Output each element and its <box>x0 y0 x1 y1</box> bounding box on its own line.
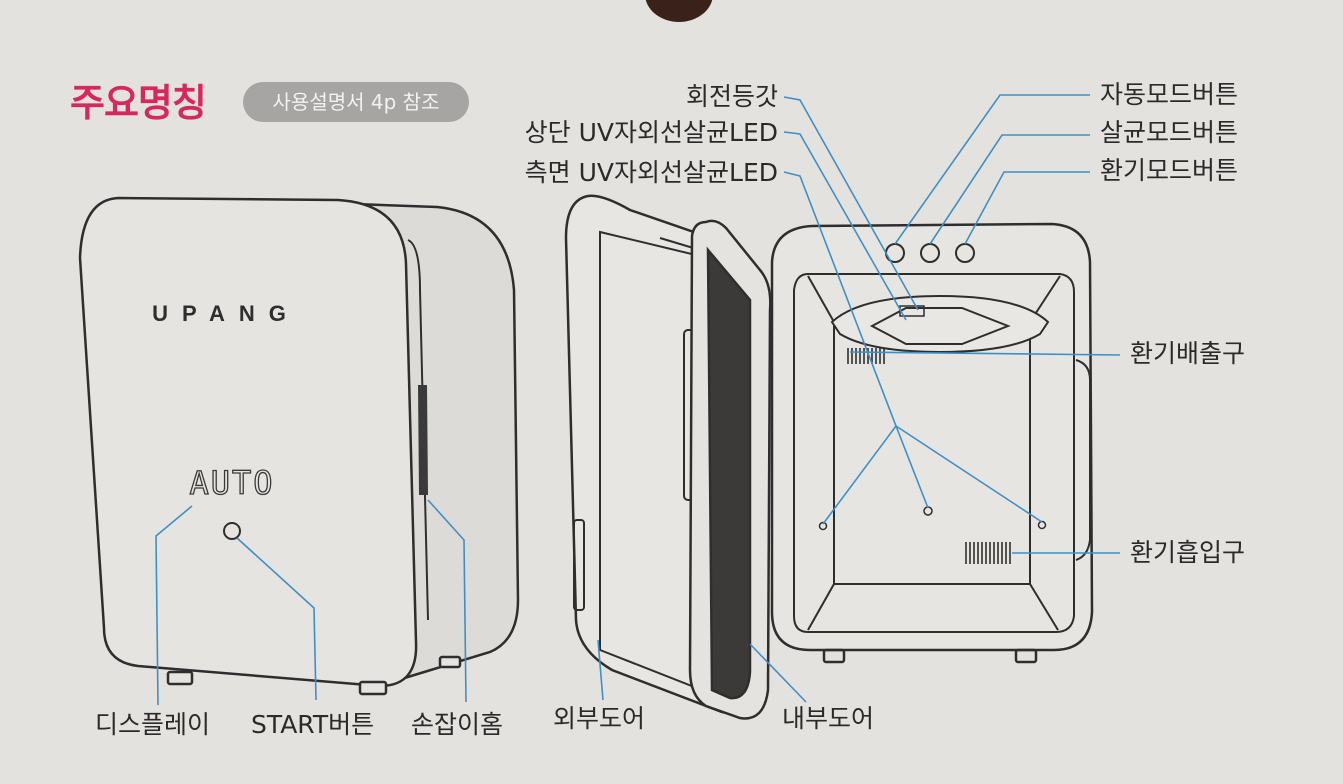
side-uv-led-left <box>818 521 828 531</box>
closed-cabinet <box>78 196 520 696</box>
open-cabinet <box>770 222 1094 664</box>
brand-logo: UPANG <box>152 301 300 326</box>
label-exhaust-vent: 환기배출구 <box>1130 339 1246 368</box>
inner-door-mesh <box>706 246 752 700</box>
start-button <box>223 522 241 540</box>
leader-top-uv-led <box>783 131 907 321</box>
leader-inner-door <box>749 643 807 703</box>
label-outer-door: 외부도어 <box>553 704 646 733</box>
label-inner-door: 내부도어 <box>782 704 875 733</box>
exhaust-vent-grille <box>847 348 885 364</box>
leader-sterilize-mode <box>929 134 1090 245</box>
handle-groove-shape <box>407 239 429 621</box>
label-auto-mode-button: 자동모드버튼 <box>1100 80 1239 109</box>
display-screen: AUTO <box>189 464 274 502</box>
rotating-lampshade-shape <box>830 294 1050 354</box>
leader-rotating-lampshade <box>783 96 919 311</box>
leader-outer-door <box>597 639 604 701</box>
leader-handle-groove <box>427 499 467 703</box>
label-handle-groove: 손잡이홈 <box>411 710 504 739</box>
page-title: 주요명칭 <box>70 81 207 125</box>
foot <box>438 655 462 669</box>
label-start-button: START버튼 <box>251 710 375 739</box>
foot <box>358 680 388 696</box>
leader-exhaust-vent <box>849 351 1121 356</box>
leader-lines <box>155 94 1121 706</box>
label-top-uv-led: 상단 UV자외선살균LED <box>524 118 778 147</box>
inner-door <box>688 219 772 720</box>
label-display: 디스플레이 <box>95 710 211 739</box>
leader-auto-mode <box>894 94 1090 245</box>
foot <box>822 648 846 664</box>
label-sterilize-mode-button: 살균모드버튼 <box>1100 118 1239 147</box>
top-hole <box>645 0 713 22</box>
label-vent-mode-button: 환기모드버튼 <box>1100 156 1239 185</box>
manual-reference-badge: 사용설명서 4p 참조 <box>243 82 469 122</box>
label-rotating-lampshade: 회전등갓 <box>685 82 778 111</box>
leader-side-uv-led <box>783 171 897 427</box>
label-intake-vent: 환기흡입구 <box>1130 538 1246 567</box>
foot <box>1014 648 1038 664</box>
cabinet-opening <box>793 273 1075 633</box>
leader-vent-mode <box>964 171 1090 245</box>
intake-vent-grille <box>965 542 1011 564</box>
leader-display <box>155 505 193 706</box>
cabinet-body <box>770 222 1094 652</box>
cabinet-front-panel <box>78 196 418 688</box>
label-side-uv-led: 측면 UV자외선살균LED <box>524 158 778 187</box>
leader-start-button <box>236 537 317 701</box>
foot <box>166 670 194 686</box>
